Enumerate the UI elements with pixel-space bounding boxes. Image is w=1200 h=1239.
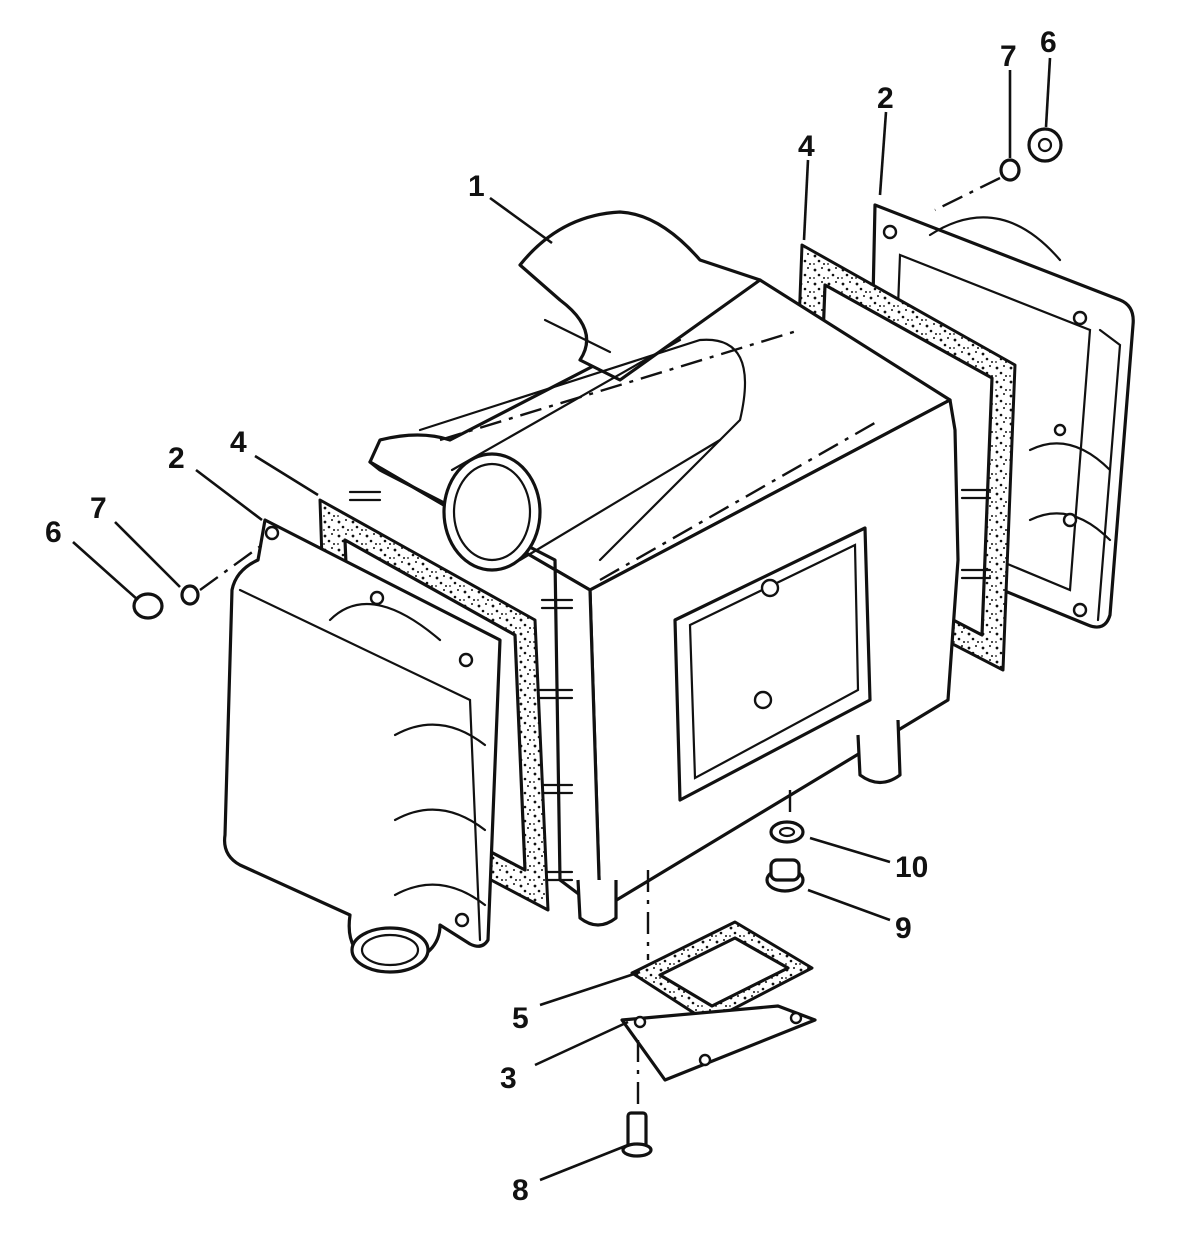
- lockwasher-left: [180, 584, 200, 606]
- callout-8: 8: [512, 1174, 529, 1207]
- callout-2-left: 2: [168, 442, 185, 475]
- bolt: [621, 1111, 653, 1158]
- callout-5: 5: [512, 1002, 529, 1035]
- washer-drain: [769, 820, 805, 844]
- nut-right: [1027, 127, 1063, 163]
- callout-4-left: 4: [230, 426, 247, 459]
- drain-plug: [765, 858, 805, 893]
- callout-2-right: 2: [877, 82, 894, 115]
- callout-7-right: 7: [1000, 40, 1017, 73]
- callout-6-left: 6: [45, 516, 62, 549]
- nut-left: [132, 592, 164, 620]
- gasket-bottom: [630, 920, 814, 1024]
- callout-7-left: 7: [90, 492, 107, 525]
- leader-lines: [72, 57, 1052, 1182]
- cover-plate-bottom: [620, 1004, 817, 1110]
- callout-9: 9: [895, 912, 912, 945]
- callout-10: 10: [895, 851, 928, 884]
- callout-6-right: 6: [1040, 26, 1057, 59]
- lockwasher-right: [999, 158, 1021, 182]
- callout-4-right: 4: [798, 130, 815, 163]
- callout-3: 3: [500, 1062, 517, 1095]
- callout-1: 1: [468, 170, 485, 203]
- main-housing: [348, 210, 992, 960]
- end-cover-left: [222, 518, 502, 974]
